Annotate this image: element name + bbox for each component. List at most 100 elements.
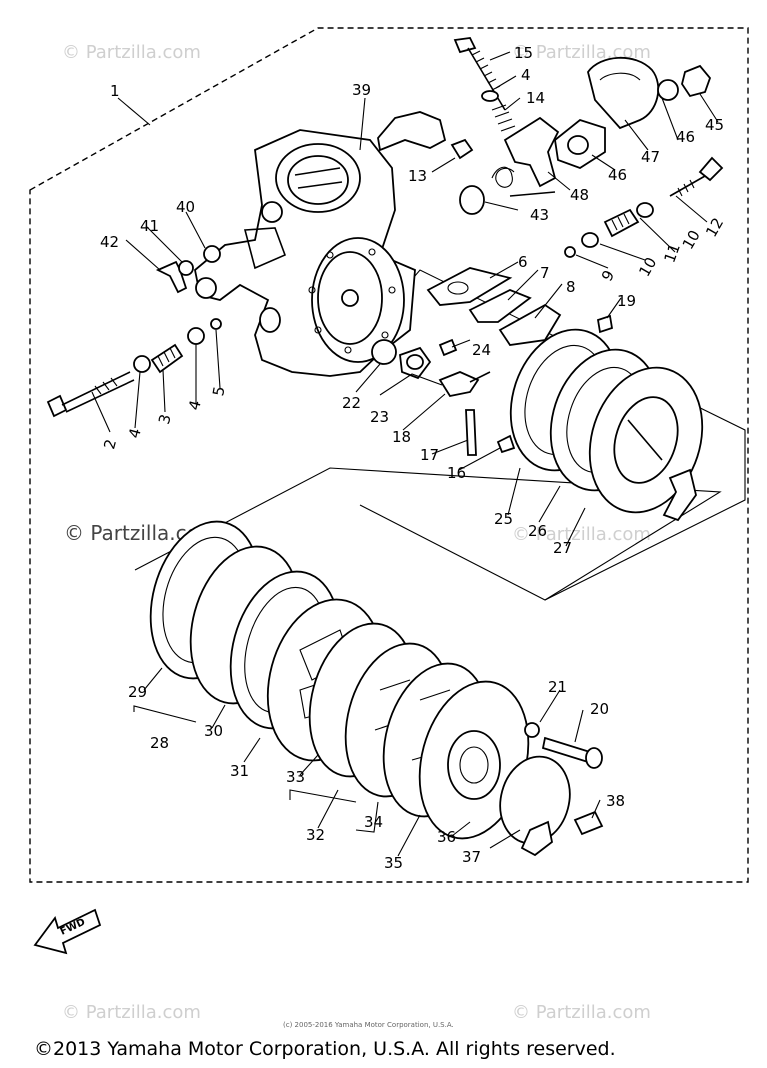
callout-43: 43 bbox=[530, 206, 549, 224]
watermark-bottom-right: © Partzilla.com bbox=[512, 1002, 651, 1023]
callout-46-collar: 46 bbox=[608, 166, 627, 184]
screw-12 bbox=[669, 156, 724, 197]
callout-4-mid: 4 bbox=[185, 398, 205, 412]
callout-32: 32 bbox=[306, 826, 325, 844]
callout-48: 48 bbox=[570, 186, 589, 204]
callout-35: 35 bbox=[384, 854, 403, 872]
oring-9 bbox=[564, 246, 576, 258]
callout-13: 13 bbox=[408, 167, 427, 185]
callout-29: 29 bbox=[128, 683, 147, 701]
callout-34: 34 bbox=[364, 813, 383, 831]
screw-16 bbox=[496, 434, 516, 454]
lever-48 bbox=[503, 116, 560, 188]
bolt-20 bbox=[541, 736, 603, 769]
washer-10-b bbox=[581, 232, 599, 248]
spring-3 bbox=[150, 343, 184, 374]
spring-11 bbox=[603, 208, 640, 238]
cap-37 bbox=[499, 755, 571, 857]
screw-13 bbox=[450, 138, 474, 160]
fitting-18 bbox=[438, 371, 491, 398]
callout-47: 47 bbox=[641, 148, 660, 166]
callout-22: 22 bbox=[342, 394, 361, 412]
callout-9: 9 bbox=[598, 267, 618, 284]
washer-22 bbox=[371, 339, 397, 365]
callout-36: 36 bbox=[437, 828, 456, 846]
callout-27: 27 bbox=[553, 539, 572, 557]
screw-24 bbox=[438, 338, 458, 357]
callout-37: 37 bbox=[462, 848, 481, 866]
callout-17: 17 bbox=[420, 446, 439, 464]
washer-40 bbox=[203, 245, 221, 263]
collar-43 bbox=[459, 185, 485, 215]
callout-16: 16 bbox=[447, 464, 466, 482]
washer-46-top bbox=[657, 79, 679, 101]
callout-14: 14 bbox=[526, 89, 545, 107]
small-copyright: (c) 2005-2016 Yamaha Motor Corporation, … bbox=[283, 1021, 454, 1029]
screw-19 bbox=[596, 314, 614, 334]
callout-7: 7 bbox=[540, 264, 550, 282]
callout-8: 8 bbox=[566, 278, 576, 296]
callout-6: 6 bbox=[518, 253, 528, 271]
cover-27 bbox=[588, 366, 704, 522]
callout-4-top: 4 bbox=[521, 66, 531, 84]
spring-43 bbox=[491, 166, 556, 197]
callout-23: 23 bbox=[370, 408, 389, 426]
callout-4-left: 4 bbox=[125, 426, 145, 440]
washer-4-mid bbox=[187, 327, 205, 345]
callout-42: 42 bbox=[100, 233, 119, 251]
washer-41 bbox=[178, 260, 194, 276]
watermark-mid-right: © Partzilla.com bbox=[512, 524, 651, 545]
footer-copyright: ©2013 Yamaha Motor Corporation, U.S.A. A… bbox=[34, 1038, 616, 1060]
callout-19: 19 bbox=[617, 292, 636, 310]
screw-38 bbox=[573, 810, 604, 836]
washer-21 bbox=[524, 722, 540, 738]
gasket-7 bbox=[468, 289, 532, 323]
assembly-boundary bbox=[29, 27, 749, 883]
callout-30: 30 bbox=[204, 722, 223, 740]
pin-17 bbox=[465, 409, 477, 456]
washer-4-left bbox=[133, 355, 151, 373]
callout-15: 15 bbox=[514, 44, 533, 62]
group-outline-lower bbox=[134, 467, 722, 601]
washer-10-a bbox=[636, 202, 654, 218]
callout-12: 12 bbox=[702, 215, 727, 241]
plug-23 bbox=[399, 346, 432, 380]
callout-1: 1 bbox=[110, 82, 120, 100]
washer-4-top bbox=[481, 90, 499, 102]
callout-31: 31 bbox=[230, 762, 249, 780]
callout-20: 20 bbox=[590, 700, 609, 718]
callout-39: 39 bbox=[352, 81, 371, 99]
pilot-screw-15 bbox=[453, 37, 506, 111]
callout-41: 41 bbox=[140, 217, 159, 235]
callout-18: 18 bbox=[392, 428, 411, 446]
callout-26: 26 bbox=[528, 522, 547, 540]
nut-45 bbox=[681, 64, 712, 98]
collar-46 bbox=[554, 118, 606, 169]
callout-28: 28 bbox=[150, 734, 169, 752]
callout-11: 11 bbox=[660, 241, 683, 265]
callout-3: 3 bbox=[155, 412, 175, 426]
callout-33: 33 bbox=[286, 768, 305, 786]
cover-47 bbox=[587, 56, 660, 130]
callout-24: 24 bbox=[472, 341, 491, 359]
callout-21: 21 bbox=[548, 678, 567, 696]
callout-25: 25 bbox=[494, 510, 513, 528]
fwd-arrow-icon: FWD bbox=[33, 908, 102, 955]
watermark-top-left: © Partzilla.com bbox=[62, 42, 201, 63]
leader-lines bbox=[91, 51, 719, 857]
carburetor-body bbox=[194, 129, 416, 377]
callout-45: 45 bbox=[705, 116, 724, 134]
spring-14 bbox=[491, 104, 516, 132]
callout-40: 40 bbox=[176, 198, 195, 216]
callout-5: 5 bbox=[209, 385, 228, 398]
gasket-6 bbox=[426, 267, 513, 306]
callout-46-right: 46 bbox=[676, 128, 695, 146]
idle-screw-2 bbox=[46, 371, 135, 418]
callout-2: 2 bbox=[100, 437, 120, 451]
watermark-bottom-left: © Partzilla.com bbox=[62, 1002, 201, 1023]
oring-5 bbox=[210, 318, 222, 330]
callout-38: 38 bbox=[606, 792, 625, 810]
plate-8 bbox=[498, 303, 562, 346]
callout-labels: 1 15 4 14 39 46 45 47 46 13 48 40 41 43 … bbox=[100, 44, 727, 872]
